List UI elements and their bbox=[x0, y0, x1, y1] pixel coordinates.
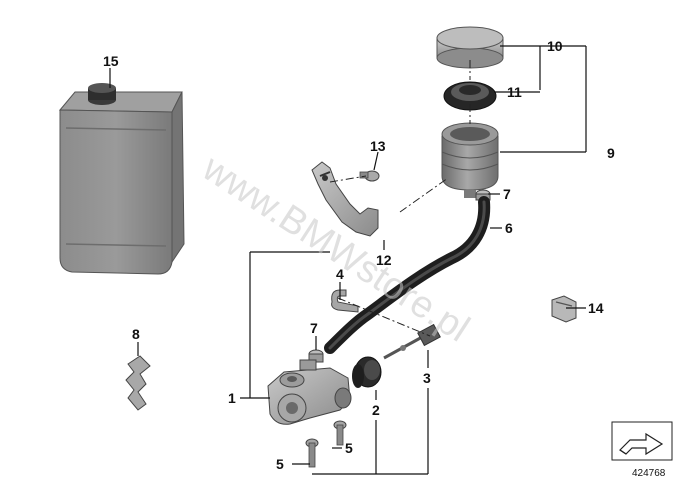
reservoir-cap[interactable] bbox=[436, 26, 504, 69]
orientation-arrow-icon bbox=[611, 421, 673, 461]
brake-fluid-container[interactable] bbox=[58, 83, 185, 275]
diagram-number: 424768 bbox=[632, 468, 666, 479]
callout-8: 8 bbox=[132, 326, 140, 342]
cable-holder[interactable] bbox=[125, 355, 151, 411]
screw[interactable] bbox=[359, 170, 380, 182]
fluid-reservoir[interactable] bbox=[441, 122, 499, 198]
holder-bracket[interactable] bbox=[311, 161, 379, 237]
rubber-boot[interactable] bbox=[352, 356, 382, 388]
master-cylinder[interactable] bbox=[267, 359, 352, 425]
bolt-right[interactable] bbox=[333, 420, 347, 446]
callout-5-right: 5 bbox=[345, 440, 353, 456]
callout-11: 11 bbox=[507, 84, 522, 100]
callout-7-upper: 7 bbox=[503, 186, 511, 202]
assembly-axis-clip bbox=[337, 297, 431, 337]
watermark-text: www.BMWstore.pl bbox=[194, 147, 476, 351]
assembly-axis-bracket bbox=[399, 177, 449, 213]
cap-seal[interactable] bbox=[443, 81, 497, 111]
callout-10: 10 bbox=[547, 38, 563, 54]
assembly-axis-screw bbox=[329, 175, 367, 183]
leader-lines bbox=[109, 45, 587, 475]
callout-12: 12 bbox=[376, 252, 392, 268]
callout-7-lower: 7 bbox=[310, 320, 318, 336]
callout-3: 3 bbox=[423, 370, 431, 386]
clip[interactable] bbox=[551, 295, 577, 323]
hose-clip[interactable] bbox=[331, 289, 359, 313]
callout-2: 2 bbox=[372, 402, 380, 418]
callout-9: 9 bbox=[607, 145, 615, 161]
callout-6: 6 bbox=[505, 220, 513, 236]
hose[interactable] bbox=[324, 196, 491, 354]
bolt-left[interactable] bbox=[305, 438, 319, 468]
push-rod[interactable] bbox=[383, 323, 441, 360]
callout-5-left: 5 bbox=[276, 456, 284, 472]
callout-13: 13 bbox=[370, 138, 386, 154]
hose-clamp-lower[interactable] bbox=[308, 349, 324, 363]
callout-1: 1 bbox=[228, 390, 236, 406]
callout-14: 14 bbox=[588, 300, 604, 316]
callout-4: 4 bbox=[336, 266, 344, 282]
callout-15: 15 bbox=[103, 53, 119, 69]
